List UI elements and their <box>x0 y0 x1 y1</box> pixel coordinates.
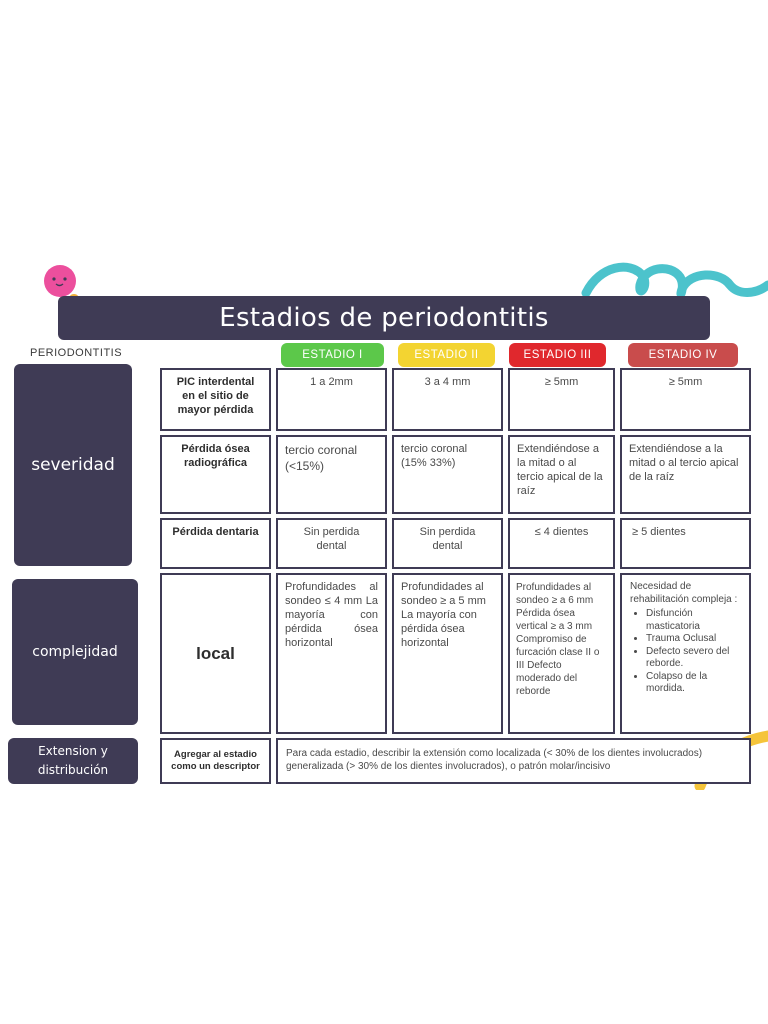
complejidad-stage-2-value: Profundidades al sondeo ≥ a 5 mm La mayo… <box>401 581 486 649</box>
pic-stage-1-value: 1 a 2mm <box>310 376 353 388</box>
osea-header: Pérdida ósea radiográfica <box>181 443 250 469</box>
pic-header-cell: PIC interdental en el sitio de mayor pér… <box>160 368 271 431</box>
dentaria-stage-3-value: ≤ 4 dientes <box>534 526 589 538</box>
complejidad-stage-4-intro: Necesidad de rehabilitación compleja : <box>630 581 738 605</box>
dentaria-header-cell: Pérdida dentaria <box>160 518 271 569</box>
dentaria-stage-2-value: Sin perdida dental <box>419 526 476 552</box>
osea-stage-1-value: tercio coronal (<15%) <box>285 443 358 473</box>
dentaria-stage-2-cell: Sin perdida dental <box>392 518 503 569</box>
teal-squiggle-decoration <box>581 262 768 299</box>
periodontitis-label: PERIODONTITIS <box>30 347 123 359</box>
dentaria-stage-1-value: Sin perdida dental <box>303 526 360 552</box>
extension-label: Extension y distribución <box>37 744 109 777</box>
list-item: Colapso de la mordida. <box>646 671 741 696</box>
pic-stage-2-value: 3 a 4 mm <box>424 376 471 388</box>
severidad-block: severidad <box>14 364 132 566</box>
local-header-cell: local <box>160 573 271 734</box>
extension-text-cell: Para cada estadio, describir la extensió… <box>276 738 751 784</box>
pic-stage-3-cell: ≥ 5mm <box>508 368 615 431</box>
severidad-label: severidad <box>31 455 115 475</box>
complejidad-stage-4-list: Disfunción masticatoria Trauma Oclusal D… <box>630 608 741 696</box>
page-title: Estadios de periodontitis <box>219 303 549 333</box>
complejidad-stage-2-cell: Profundidades al sondeo ≥ a 5 mm La mayo… <box>392 573 503 734</box>
list-item: Defecto severo del reborde. <box>646 646 741 671</box>
extension-text: Para cada estadio, describir la extensió… <box>286 748 703 772</box>
pic-header: PIC interdental en el sitio de mayor pér… <box>176 376 255 416</box>
dentaria-stage-3-cell: ≤ 4 dientes <box>508 518 615 569</box>
osea-stage-3-value: Extendiéndose a la mitad o al tercio api… <box>517 443 603 497</box>
osea-stage-2-cell: tercio coronal (15% 33%) <box>392 435 503 514</box>
dentaria-stage-1-cell: Sin perdida dental <box>276 518 387 569</box>
complejidad-stage-1-value: Profundidades al sondeo ≤ 4 mm La mayorí… <box>285 581 378 649</box>
extension-header: Agregar al estadio como un descriptor <box>171 749 260 772</box>
osea-stage-1-cell: tercio coronal (<15%) <box>276 435 387 514</box>
pic-stage-4-value: ≥ 5mm <box>668 376 703 388</box>
list-item: Trauma Oclusal <box>646 633 741 646</box>
complejidad-stage-3-value: Profundidades al sondeo ≥ a 6 mm Pérdida… <box>516 582 600 697</box>
dentaria-header: Pérdida dentaria <box>172 526 259 538</box>
pic-stage-3-value: ≥ 5mm <box>544 376 579 388</box>
osea-stage-3-cell: Extendiéndose a la mitad o al tercio api… <box>508 435 615 514</box>
pic-stage-2-cell: 3 a 4 mm <box>392 368 503 431</box>
extension-block: Extension y distribución <box>8 738 138 784</box>
osea-header-cell: Pérdida ósea radiográfica <box>160 435 271 514</box>
complejidad-stage-4-cell: Necesidad de rehabilitación compleja : D… <box>620 573 751 734</box>
pic-stage-4-cell: ≥ 5mm <box>620 368 751 431</box>
osea-stage-4-value: Extendiéndose a la mitad o al tercio api… <box>629 443 739 483</box>
list-item: Disfunción masticatoria <box>646 608 741 633</box>
stage-3-pill: ESTADIO III <box>509 343 606 367</box>
pic-stage-1-cell: 1 a 2mm <box>276 368 387 431</box>
extension-header-cell: Agregar al estadio como un descriptor <box>160 738 271 784</box>
local-header: local <box>196 643 235 663</box>
complejidad-stage-3-cell: Profundidades al sondeo ≥ a 6 mm Pérdida… <box>508 573 615 734</box>
complejidad-label: complejidad <box>32 644 118 660</box>
complejidad-block: complejidad <box>12 579 138 725</box>
title-bar: Estadios de periodontitis <box>58 296 710 340</box>
stage-4-pill: ESTADIO IV <box>628 343 738 367</box>
dentaria-stage-4-cell: ≥ 5 dientes <box>620 518 751 569</box>
stage-2-pill: ESTADIO II <box>398 343 495 367</box>
stage-1-pill: ESTADIO I <box>281 343 384 367</box>
osea-stage-2-value: tercio coronal (15% 33%) <box>401 443 468 469</box>
dentaria-stage-4-value: ≥ 5 dientes <box>632 526 686 538</box>
osea-stage-4-cell: Extendiéndose a la mitad o al tercio api… <box>620 435 751 514</box>
complejidad-stage-1-cell: Profundidades al sondeo ≤ 4 mm La mayorí… <box>276 573 387 734</box>
